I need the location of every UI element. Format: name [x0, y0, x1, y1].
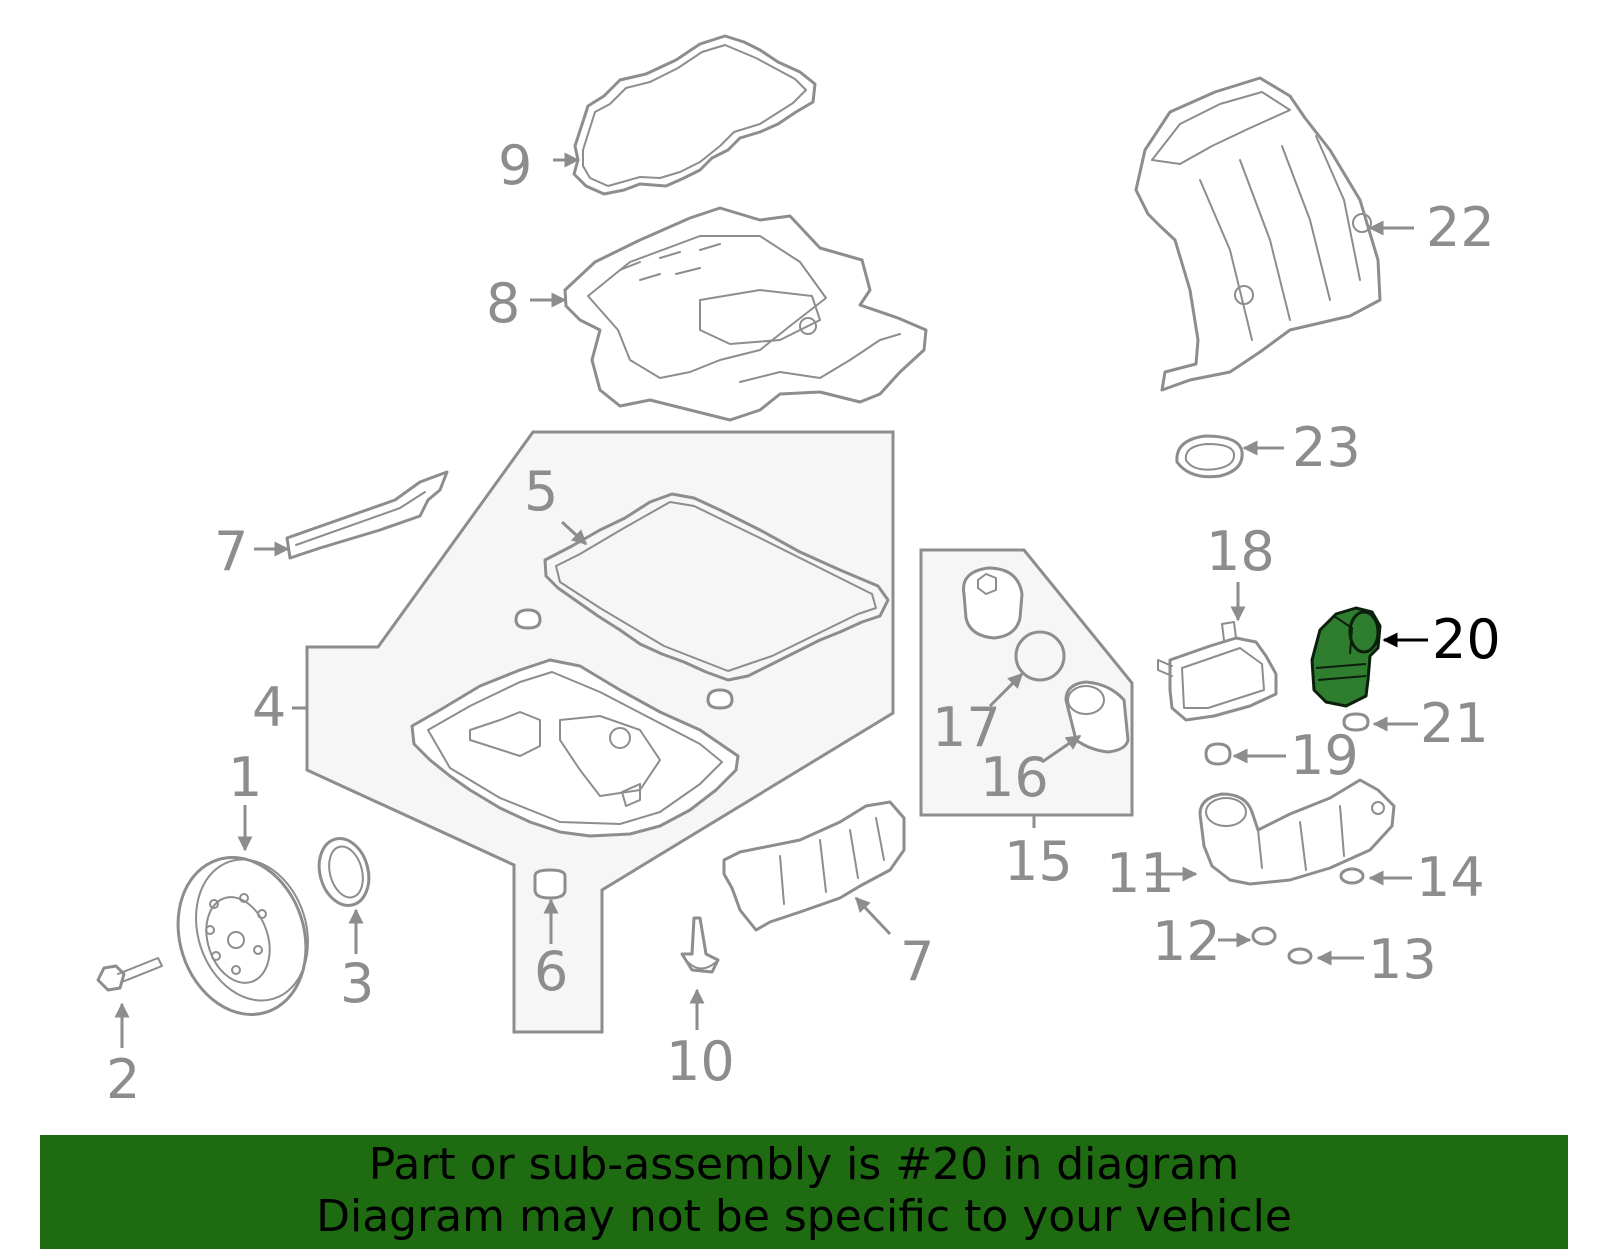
callout-8[interactable]: 8	[486, 272, 520, 335]
part-16-filter[interactable]	[1064, 680, 1130, 754]
callout-2[interactable]: 2	[106, 1048, 140, 1111]
info-banner: Part or sub-assembly is #20 in diagram D…	[40, 1135, 1568, 1249]
part-17-o-ring[interactable]	[1014, 630, 1066, 682]
part-11-housing[interactable]	[1198, 778, 1396, 886]
part-19-o-ring[interactable]	[1204, 742, 1232, 766]
callout-18[interactable]: 18	[1206, 520, 1275, 583]
callout-22[interactable]: 22	[1426, 196, 1495, 259]
callout-7b[interactable]: 7	[900, 930, 934, 993]
part-12-o-ring[interactable]	[1251, 926, 1277, 946]
callout-9[interactable]: 9	[498, 134, 532, 197]
callout-23[interactable]: 23	[1292, 416, 1361, 479]
part-3-seal[interactable]	[312, 833, 376, 911]
callout-10[interactable]: 10	[666, 1030, 735, 1093]
callout-13[interactable]: 13	[1368, 928, 1437, 991]
part-14-o-ring[interactable]	[1339, 867, 1365, 885]
part-6-plug[interactable]	[533, 868, 567, 900]
callout-3[interactable]: 3	[340, 952, 374, 1015]
part-22-intake-manifold[interactable]	[1134, 76, 1382, 392]
part-13-o-ring[interactable]	[1287, 947, 1313, 965]
part-10-sensor[interactable]	[680, 916, 720, 974]
drain-plug-a	[514, 608, 542, 630]
callout-17[interactable]: 17	[932, 696, 1001, 759]
drain-plug-b	[706, 688, 734, 710]
callout-12[interactable]: 12	[1152, 910, 1221, 973]
part-9-gasket[interactable]	[572, 34, 817, 196]
banner-line-2: Diagram may not be specific to your vehi…	[316, 1191, 1292, 1242]
part-23-gasket[interactable]	[1175, 434, 1244, 479]
callout-15[interactable]: 15	[1004, 830, 1073, 893]
callout-7a[interactable]: 7	[214, 520, 248, 583]
callout-19[interactable]: 19	[1290, 724, 1359, 787]
callout-20[interactable]: 20	[1432, 608, 1501, 671]
part-21-o-ring[interactable]	[1342, 712, 1370, 732]
callout-21[interactable]: 21	[1420, 692, 1489, 755]
callout-6[interactable]: 6	[534, 940, 568, 1003]
banner-line-1: Part or sub-assembly is #20 in diagram	[368, 1139, 1240, 1190]
part-15-filter-cap[interactable]	[962, 566, 1024, 640]
callout-11[interactable]: 11	[1106, 842, 1175, 905]
part-8-upper-oil-pan[interactable]	[563, 206, 928, 422]
callout-1[interactable]: 1	[228, 746, 262, 809]
part-5-gasket[interactable]	[543, 492, 890, 682]
part-7-heat-shield[interactable]	[722, 800, 906, 932]
part-4-lower-oil-pan[interactable]	[410, 658, 740, 838]
callout-5[interactable]: 5	[524, 460, 558, 523]
callout-14[interactable]: 14	[1416, 846, 1485, 909]
callout-4[interactable]: 4	[252, 676, 286, 739]
part-20-highlighted[interactable]	[1310, 606, 1382, 708]
part-2-bolt[interactable]	[96, 964, 126, 992]
callout-16[interactable]: 16	[980, 746, 1049, 809]
part-7-bracket-upper[interactable]	[285, 470, 449, 560]
